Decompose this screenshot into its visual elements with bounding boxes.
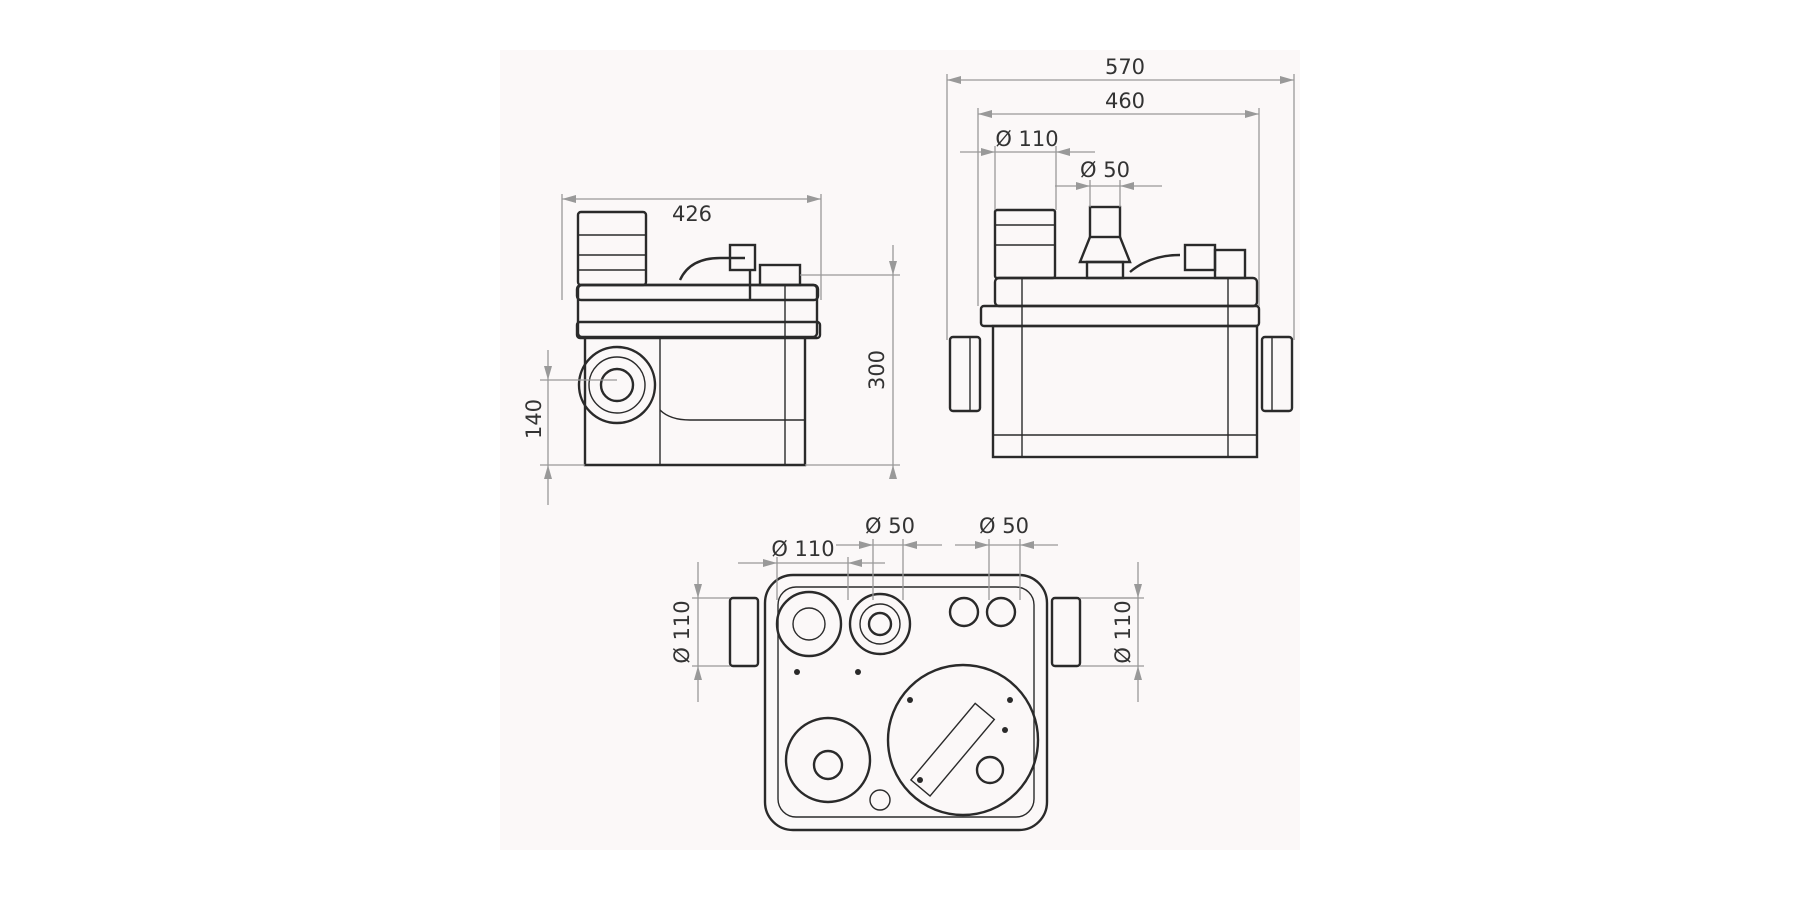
front-dimensions: 570 460 Ø 110 Ø 50: [946, 55, 1295, 340]
front-view: [948, 205, 1294, 459]
dim-height-300: 300: [865, 350, 889, 390]
dim-outlet-diameter-50: Ø 50: [1080, 158, 1130, 182]
top-dimensions: Ø 110 Ø 50 Ø 50 Ø 110 Ø 110: [670, 514, 1144, 702]
dim-body-width-460: 460: [1105, 89, 1145, 113]
drawing-panel: [500, 50, 1300, 850]
dim-overall-width-570: 570: [1105, 55, 1145, 79]
dim-right-inlet-110: Ø 110: [1111, 600, 1135, 663]
top-view: [728, 573, 1082, 832]
dim-top-inlet-110: Ø 110: [771, 537, 834, 561]
dim-width-426: 426: [672, 202, 712, 226]
side-view: [575, 210, 822, 467]
dim-inlet-diameter-110: Ø 110: [995, 127, 1058, 151]
dim-left-inlet-110: Ø 110: [670, 600, 694, 663]
dim-outlet-50-a: Ø 50: [865, 514, 915, 538]
dim-outlet-50-b: Ø 50: [979, 514, 1029, 538]
side-dimensions: 426 300 140: [522, 194, 900, 505]
dim-inlet-height-140: 140: [522, 399, 546, 439]
